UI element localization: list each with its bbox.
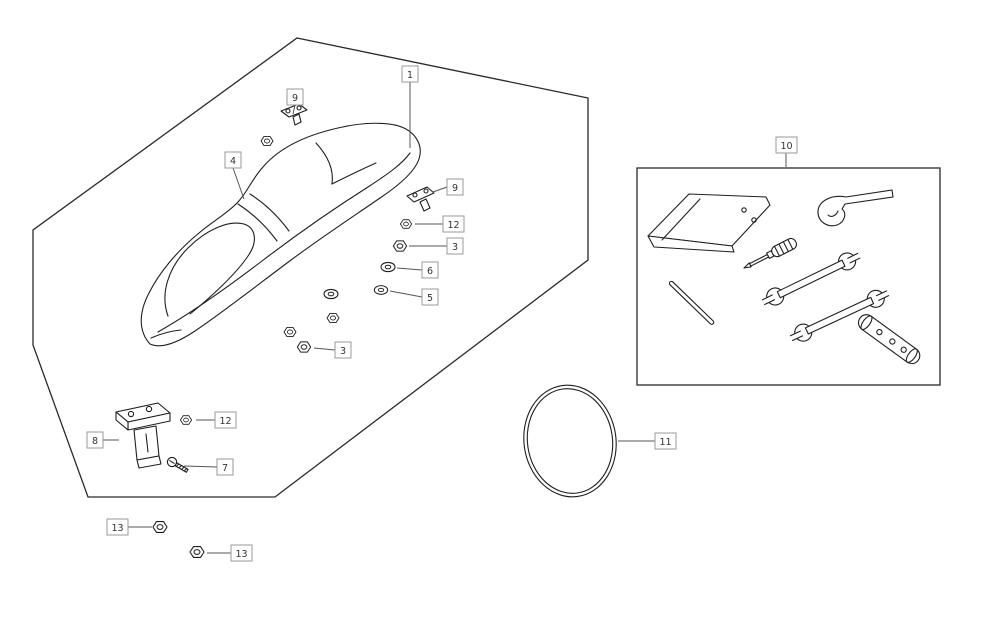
small-bracket-right bbox=[406, 186, 435, 212]
seat-outline bbox=[140, 122, 421, 347]
callout-label: 6 bbox=[427, 266, 433, 277]
washer-mid bbox=[323, 288, 339, 300]
callout-box bbox=[401, 65, 419, 83]
callout-box bbox=[334, 341, 352, 359]
tool-kit-box bbox=[636, 167, 941, 386]
nut-3-right bbox=[392, 240, 408, 252]
seat-nose-line bbox=[150, 329, 182, 339]
washer-6 bbox=[380, 261, 396, 273]
seat-rear-seam bbox=[315, 142, 333, 185]
callout-8[interactable]: 8 bbox=[86, 431, 119, 449]
callout-3-b[interactable]: 3 bbox=[313, 341, 352, 359]
small-bracket-top bbox=[280, 103, 308, 126]
callout-13-b[interactable]: 13 bbox=[207, 544, 253, 562]
nut-12-right bbox=[399, 219, 413, 229]
leader-line bbox=[389, 290, 423, 298]
callout-label: 8 bbox=[92, 436, 98, 447]
callout-box bbox=[442, 215, 465, 233]
diagram-boundary bbox=[32, 37, 589, 498]
callout-4[interactable]: 4 bbox=[224, 151, 245, 200]
seat-front-seam-b bbox=[189, 223, 255, 315]
callout-label: 1 bbox=[407, 70, 413, 81]
callout-label: 10 bbox=[780, 141, 792, 152]
callout-label: 9 bbox=[452, 183, 458, 194]
callout-label: 12 bbox=[219, 416, 231, 427]
callout-label: 5 bbox=[427, 293, 433, 304]
callout-label: 3 bbox=[452, 242, 458, 253]
callout-box bbox=[216, 458, 234, 476]
seat-rear-seam-b bbox=[331, 162, 377, 185]
callout-11[interactable]: 11 bbox=[618, 432, 677, 450]
callout-label: 12 bbox=[447, 220, 459, 231]
oval-ring-drawing bbox=[523, 384, 617, 498]
callout-label: 11 bbox=[659, 437, 671, 448]
callout-box bbox=[230, 544, 253, 562]
callout-9-b[interactable]: 9 bbox=[432, 178, 464, 196]
callout-box bbox=[286, 88, 304, 106]
callout-12-b[interactable]: 12 bbox=[196, 411, 237, 429]
screwdriver bbox=[743, 237, 798, 269]
seat-strap-line-a bbox=[237, 203, 278, 242]
callout-box bbox=[421, 261, 439, 279]
seat-hinge-bracket bbox=[115, 402, 171, 469]
callout-box bbox=[654, 432, 677, 450]
open-end-wrench-small bbox=[789, 289, 890, 342]
nut-mid-b bbox=[283, 326, 297, 338]
seat-assembly-drawing bbox=[140, 122, 421, 347]
nut-3-bottom bbox=[296, 341, 312, 353]
callout-label: 13 bbox=[235, 549, 247, 560]
washer-5 bbox=[373, 285, 389, 295]
open-end-wrench-large bbox=[761, 252, 861, 306]
nut-13-b bbox=[189, 546, 205, 558]
callout-box bbox=[214, 411, 237, 429]
callout-7[interactable]: 7 bbox=[183, 458, 234, 476]
callout-box bbox=[446, 178, 464, 196]
callout-label: 4 bbox=[230, 156, 236, 167]
seat-strap-line-b bbox=[249, 193, 290, 232]
callout-box bbox=[224, 151, 242, 169]
callout-10[interactable]: 10 bbox=[775, 136, 798, 167]
seat-front-seam-a bbox=[164, 222, 245, 317]
callout-3-a[interactable]: 3 bbox=[409, 237, 464, 255]
leader-line bbox=[432, 186, 448, 193]
callout-box bbox=[446, 237, 464, 255]
leader-line bbox=[313, 347, 336, 351]
callout-label: 13 bbox=[111, 523, 123, 534]
leader-line bbox=[292, 104, 296, 115]
tool-pouch bbox=[647, 193, 771, 253]
nut-mid-a bbox=[326, 312, 340, 324]
callout-box bbox=[86, 431, 104, 449]
leader-line bbox=[232, 167, 245, 200]
callout-1[interactable]: 1 bbox=[401, 65, 419, 148]
callout-label: 3 bbox=[340, 346, 346, 357]
nut-12-left bbox=[179, 415, 193, 425]
tool-kit-border bbox=[636, 167, 941, 386]
screw-7 bbox=[166, 456, 189, 473]
callout-label: 9 bbox=[292, 93, 298, 104]
leader-line bbox=[396, 267, 423, 271]
leader-line bbox=[183, 465, 218, 468]
tommy-bar bbox=[668, 280, 715, 325]
callout-5[interactable]: 5 bbox=[389, 288, 439, 306]
callouts: 1 9 4 9 12 3 6 bbox=[86, 65, 798, 562]
callout-9-a[interactable]: 9 bbox=[286, 88, 304, 115]
callout-box bbox=[775, 136, 798, 154]
hook-wrench bbox=[817, 189, 894, 227]
nut-under-top-bracket bbox=[260, 135, 274, 147]
nut-13-a bbox=[152, 521, 168, 533]
callout-box bbox=[106, 518, 129, 536]
socket-tube-wrench bbox=[857, 314, 921, 365]
callout-label: 7 bbox=[222, 463, 228, 474]
callout-13-a[interactable]: 13 bbox=[106, 518, 152, 536]
callout-6[interactable]: 6 bbox=[396, 261, 439, 279]
callout-12-a[interactable]: 12 bbox=[415, 215, 465, 233]
callout-box bbox=[421, 288, 439, 306]
